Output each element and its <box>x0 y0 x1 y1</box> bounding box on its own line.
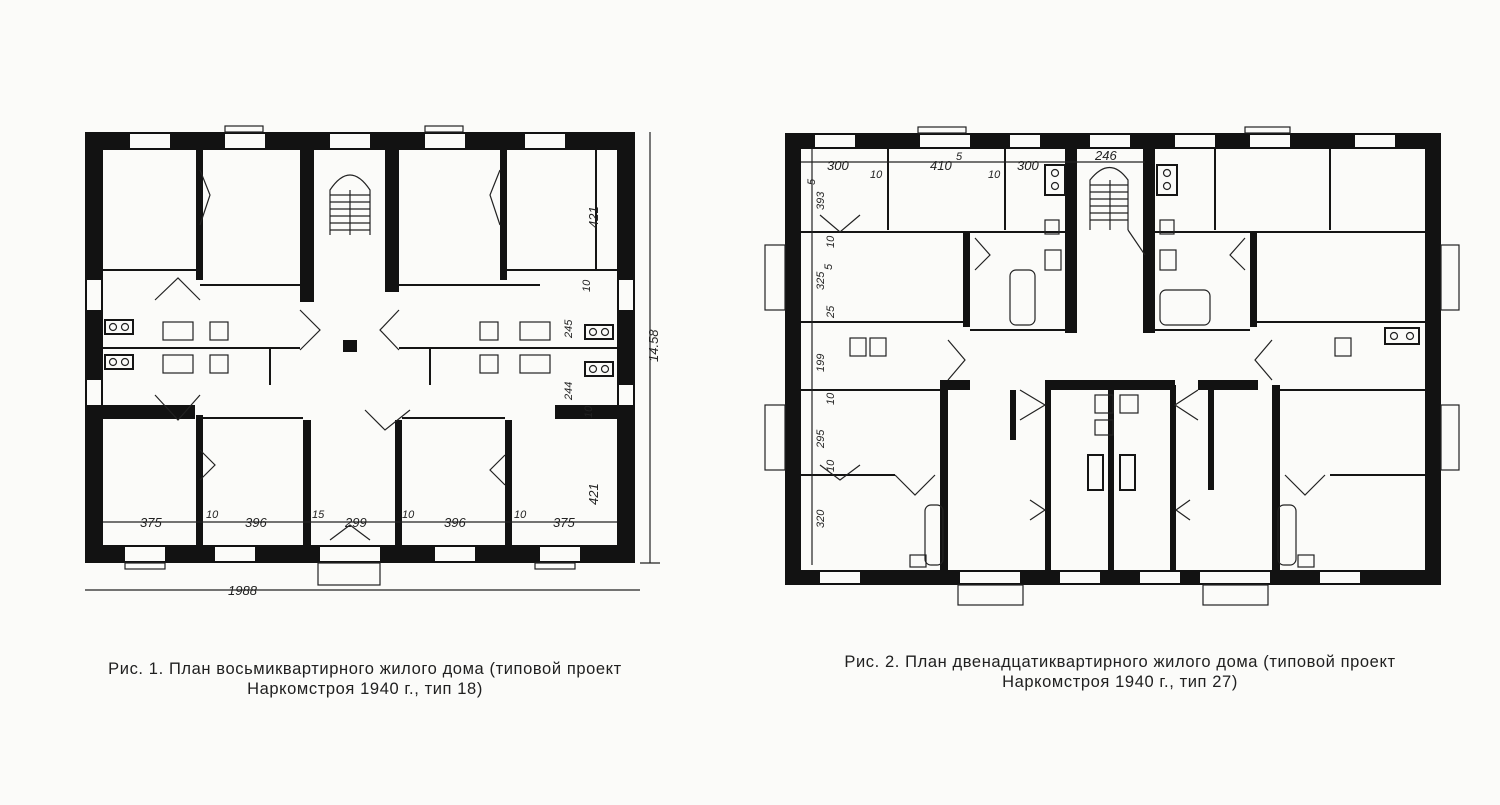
dim-top-2: 10 <box>870 169 883 181</box>
dim-width-3: 396 <box>245 515 267 530</box>
dim-depth-3: 325 <box>815 271 827 290</box>
dim-width-9: 375 <box>553 515 575 530</box>
plan-type-27 <box>764 126 1460 606</box>
figure-1-caption-line2: Наркомстроя 1940 г., тип 18) <box>247 680 483 698</box>
dim-depth-1-sup: 5 <box>806 178 818 185</box>
sanitary-icon <box>849 219 1352 568</box>
dim-width-7: 396 <box>444 515 466 530</box>
sanitary-icon <box>162 321 551 374</box>
dim-depth-4: 25 <box>825 305 837 319</box>
stove-icon <box>1044 164 1420 491</box>
plan-type-18 <box>85 125 660 591</box>
figure-2-caption: Рис. 2. План двенадцатиквартирного жилог… <box>770 652 1470 692</box>
stove-icon <box>104 319 614 377</box>
dim-depth-1: 393 <box>815 191 827 210</box>
dim-depth-bottom: 421 <box>586 483 601 505</box>
dim-depth-6: 10 <box>825 392 837 405</box>
dim-width-1: 375 <box>140 515 162 530</box>
dim-top-4: 10 <box>988 169 1001 181</box>
dim-overall-depth: 14.58 <box>646 329 661 362</box>
plan-2-dimensions: 300 10 410 5 10 300 246 393 5 10 325 5 2… <box>806 148 1117 528</box>
dim-depth-5: 199 <box>815 354 827 372</box>
dim-width-4: 15 <box>312 509 325 521</box>
figure-1-caption: Рис. 1. План восьмиквартирного жилого до… <box>40 659 690 699</box>
dim-top-3: 410 <box>930 158 952 173</box>
dim-depth-8: 10 <box>825 459 837 472</box>
dim-corridor-b: 245 <box>563 319 575 339</box>
figure-2-caption-line1: Рис. 2. План двенадцатиквартирного жилог… <box>844 653 1396 671</box>
dim-depth-7: 295 <box>815 429 827 449</box>
dim-width-6: 10 <box>402 509 415 521</box>
dim-top-1: 300 <box>827 158 849 173</box>
plan-1-dimensions: 375 10 396 15 299 10 396 10 375 1988 14.… <box>140 206 661 598</box>
dim-corridor-d: 10 <box>583 405 595 418</box>
dim-depth-3-sup: 5 <box>823 263 835 270</box>
dim-width-5: 299 <box>344 515 367 530</box>
dim-overall-width: 1988 <box>228 583 258 598</box>
dim-depth-9: 320 <box>815 509 827 528</box>
figure-2-caption-line2: Наркомстроя 1940 г., тип 27) <box>1002 673 1238 691</box>
figure-1-caption-line1: Рис. 1. План восьмиквартирного жилого до… <box>108 660 622 678</box>
dim-corridor-a: 10 <box>581 279 593 292</box>
dim-depth-2: 10 <box>825 235 837 248</box>
dim-corridor-c: 244 <box>563 382 575 401</box>
dim-depth-top: 421 <box>586 206 601 228</box>
dim-top-6: 246 <box>1094 148 1117 163</box>
dim-width-8: 10 <box>514 509 527 521</box>
dim-width-2: 10 <box>206 509 219 521</box>
dim-top-sup: 5 <box>956 151 963 163</box>
dim-top-5: 300 <box>1017 158 1039 173</box>
